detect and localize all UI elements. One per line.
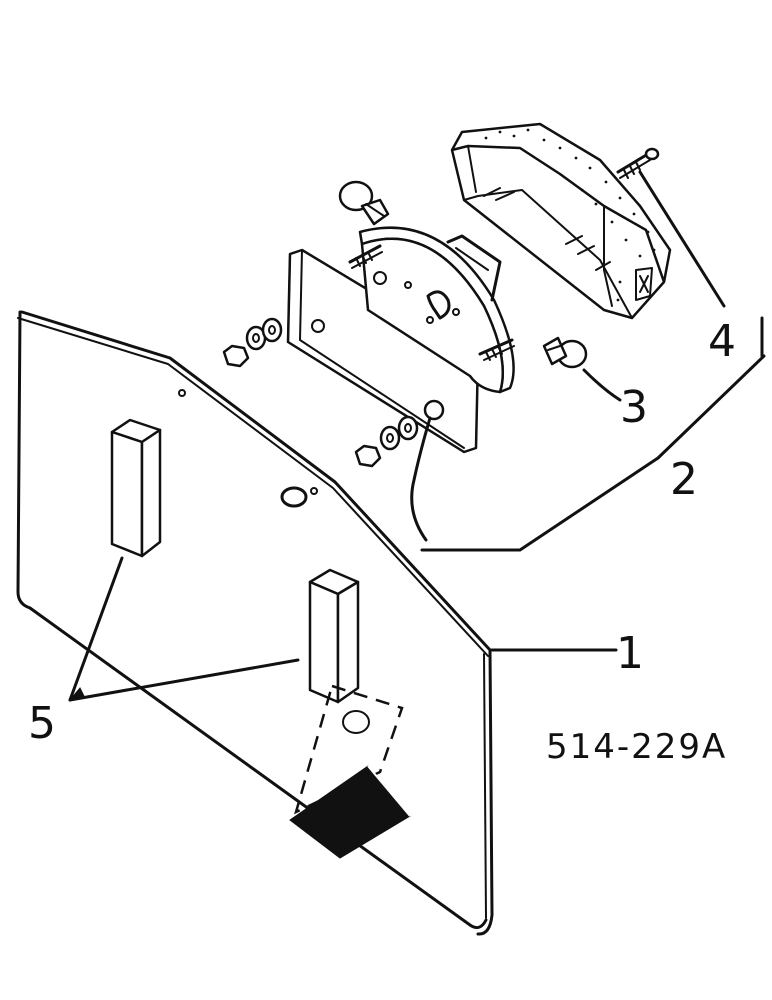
spacer-block-upper bbox=[110, 418, 162, 558]
washer-icon bbox=[397, 415, 419, 441]
lens-screw-icon bbox=[616, 147, 660, 179]
wire-grommet-hole-icon bbox=[280, 486, 308, 508]
callout-5-label: 5 bbox=[28, 698, 56, 749]
lamp-lens bbox=[450, 122, 672, 320]
wire-lead bbox=[410, 399, 445, 542]
mounting-hole-icon bbox=[342, 710, 370, 734]
washer-icon bbox=[261, 317, 283, 343]
leader-5a bbox=[68, 556, 124, 702]
bulb-socket-icon bbox=[426, 290, 451, 320]
leader-5b bbox=[68, 658, 300, 702]
leader-lines bbox=[68, 170, 766, 702]
callout-2-label: 2 bbox=[670, 454, 698, 505]
bulb-upper-icon bbox=[338, 180, 390, 226]
plate-hole-icon bbox=[310, 487, 318, 495]
adhesive-pad bbox=[289, 765, 411, 859]
spacer-placement-outline bbox=[294, 684, 404, 815]
leader-3 bbox=[582, 368, 622, 402]
callout-4-label: 4 bbox=[708, 316, 736, 367]
mounting-stud-upper bbox=[348, 244, 383, 269]
mounting-stud-lower bbox=[478, 338, 515, 361]
nut-washer-lower bbox=[354, 415, 419, 468]
mounting-plate bbox=[16, 310, 494, 936]
leader-4 bbox=[638, 170, 726, 308]
washer-icon bbox=[379, 425, 401, 451]
callout-3-label: 3 bbox=[620, 382, 648, 433]
nut-icon bbox=[354, 444, 382, 468]
nut-washer-upper bbox=[222, 317, 283, 368]
drawing-number: 514-229A bbox=[546, 727, 727, 767]
spacer-block-lower bbox=[308, 568, 360, 704]
nut-icon bbox=[222, 344, 250, 368]
callout-1-label: 1 bbox=[616, 628, 644, 679]
plate-hole-icon bbox=[178, 389, 186, 397]
bulb-icon bbox=[542, 336, 588, 369]
leader-2 bbox=[420, 456, 660, 552]
lamp-base-housing bbox=[358, 226, 515, 394]
